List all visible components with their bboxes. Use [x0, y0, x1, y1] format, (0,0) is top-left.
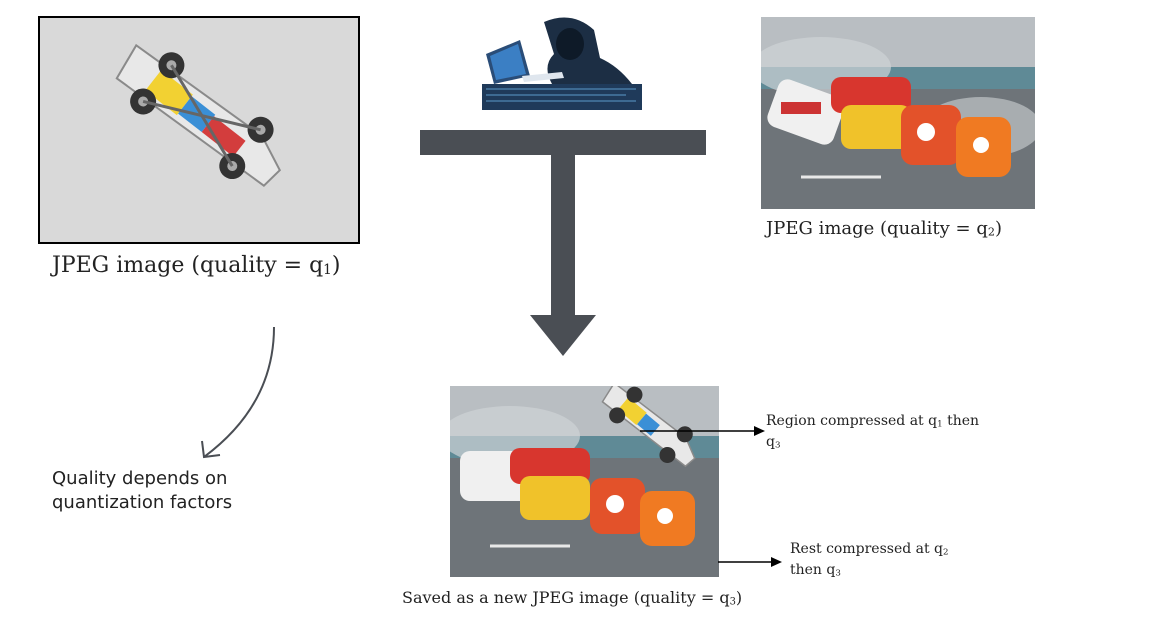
caption-q1-main: JPEG image (quality = q [52, 253, 324, 278]
rest-note-text2: then q [790, 562, 836, 579]
jpeg-image-q1 [38, 16, 360, 244]
region-note-text1: Region compressed at q [766, 413, 938, 429]
jpeg-image-q3 [450, 386, 719, 577]
rest-note-text1: Rest compressed at q [790, 541, 944, 557]
region-note-text2: then [942, 413, 980, 429]
rest-note-sub2: 3 [835, 568, 841, 579]
merge-arrow-stem [551, 155, 575, 315]
quality-note-line2: quantization factors [52, 492, 233, 513]
rest-pointer-arrow [718, 557, 782, 567]
hacker-icon [482, 14, 642, 110]
caption-q3-main: Saved as a new JPEG image (quality = q [402, 588, 730, 607]
caption-q2: JPEG image (quality = q2) [766, 218, 1002, 239]
caption-q1-tail: ) [331, 253, 341, 278]
region-note: Region compressed at q1 then q3 [766, 412, 1006, 455]
caption-q2-tail: ) [994, 218, 1002, 239]
merge-arrow [420, 130, 706, 356]
caption-q2-sub: 2 [987, 225, 995, 239]
rest-note-line2: then q3 [790, 561, 1010, 582]
region-note-sub1: 1 [937, 419, 943, 430]
region-pointer-arrow [640, 426, 765, 436]
region-note-line2: q3 [766, 433, 1006, 454]
caption-q3-tail: ) [735, 588, 743, 607]
race-car-icon [767, 79, 845, 145]
jpeg-image-q2 [761, 17, 1035, 209]
region-note-sub2: 3 [774, 440, 781, 451]
caption-q3-sub: 3 [729, 596, 736, 608]
quality-note: Quality depends on quantization factors [52, 467, 232, 515]
pasted-overturned-car-icon [601, 386, 696, 468]
region-note-line1: Region compressed at q1 then [766, 412, 1006, 433]
region-note-q: q [766, 434, 775, 451]
rest-note-sub1: 2 [943, 547, 949, 558]
caption-q2-main: JPEG image (quality = q [766, 218, 988, 239]
caption-q3: Saved as a new JPEG image (quality = q3) [402, 588, 742, 607]
caption-q1-sub: 1 [323, 262, 332, 279]
overturned-car-icon [115, 43, 282, 187]
rest-note-line1: Rest compressed at q2 [790, 540, 1010, 561]
merge-arrow-bar [420, 130, 706, 155]
merge-arrow-head [530, 315, 596, 356]
caption-q1: JPEG image (quality = q1) [52, 253, 340, 278]
rest-note: Rest compressed at q2 then q3 [790, 540, 1010, 583]
quality-note-line1: Quality depends on [52, 468, 228, 489]
curved-arrow [201, 326, 275, 459]
